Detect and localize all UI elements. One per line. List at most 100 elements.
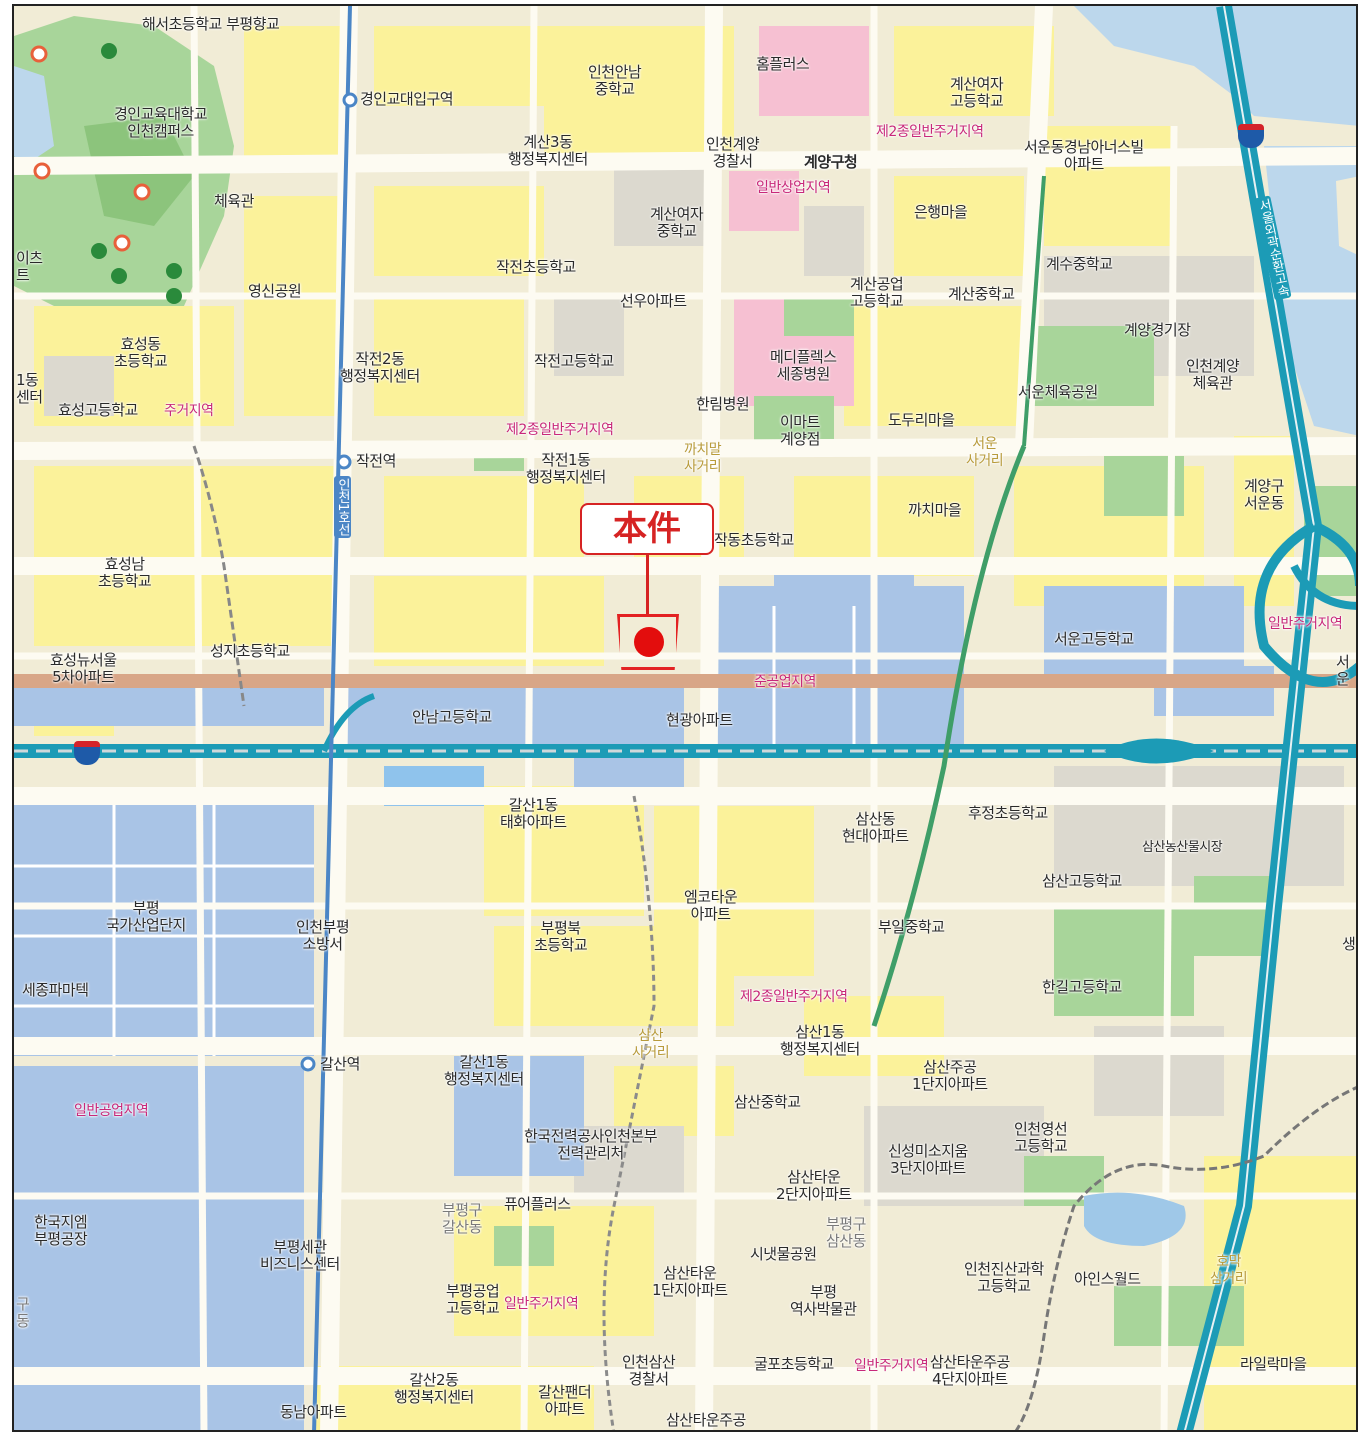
label-samsan-hyundai[interactable]: 삼산동 현대아파트: [842, 810, 909, 845]
label-gyeyang-stadium[interactable]: 계양경기장: [1124, 321, 1191, 339]
label-gyesan-mid[interactable]: 계산중학교: [948, 285, 1015, 303]
label-hyungwang-apt[interactable]: 현광아파트: [666, 711, 733, 729]
label-railak[interactable]: 라일락마을: [1240, 1355, 1307, 1373]
label-ainsworld[interactable]: 아인스월드: [1074, 1270, 1141, 1288]
label-sijang-park[interactable]: 시냇물공원: [750, 1245, 817, 1263]
label-gulpo-elem[interactable]: 굴포초등학교: [754, 1355, 834, 1373]
label-hyoseong-high[interactable]: 효성고등학교: [58, 401, 138, 419]
zone-label-semi-industrial[interactable]: 준공업지역: [754, 674, 816, 690]
label-incheon-annam-mid[interactable]: 인천안남 중학교: [588, 63, 642, 98]
label-samsan-town2[interactable]: 삼산타운 2단지아파트: [776, 1168, 852, 1203]
label-samsan-town-jugong[interactable]: 삼산타운주공: [666, 1411, 746, 1429]
label-samsan-high[interactable]: 삼산고등학교: [1042, 872, 1122, 890]
label-jakjeon1dong[interactable]: 작전1동 행정복지센터: [526, 451, 606, 486]
label-bupyeong-tech-high[interactable]: 부평공업 고등학교: [446, 1282, 500, 1317]
label-jakjeon2dong[interactable]: 작전2동 행정복지센터: [340, 350, 420, 385]
zone-label-res-bottom1[interactable]: 일반주거지역: [504, 1296, 579, 1312]
label-gyeongin-univ[interactable]: 경인교육대학교 인천캠퍼스: [114, 105, 208, 140]
label-annam-high[interactable]: 안남고등학교: [412, 708, 492, 726]
label-sejong-pharma[interactable]: 세종파마텍: [22, 981, 89, 999]
label-galsan-station[interactable]: 갈산역: [320, 1055, 360, 1073]
label-bupyeong-customs[interactable]: 부평세관 비즈니스센터: [260, 1238, 340, 1273]
site-marker-callout[interactable]: [580, 503, 714, 555]
map-frame[interactable]: 해서초등학교 부평향교 경인교대입구역 경인교육대학교 인천캠퍼스 체육관 영신…: [12, 4, 1358, 1432]
label-hyoseong-elem[interactable]: 효성동 초등학교: [114, 335, 168, 370]
label-gyeyang-seoun[interactable]: 계양구 서운동: [1244, 477, 1284, 512]
label-future-plus[interactable]: 퓨어플러스: [504, 1195, 571, 1213]
label-jakdong-elem[interactable]: 작동초등학교: [714, 531, 794, 549]
label-gymnasium[interactable]: 체육관: [214, 192, 254, 210]
label-hyoseongnam-elem[interactable]: 효성남 초등학교: [98, 555, 152, 590]
label-seoun-apt[interactable]: 서운동경남아너스빌 아파트: [1024, 138, 1144, 173]
label-gyesan3dong[interactable]: 계산3동 행정복지센터: [508, 133, 588, 168]
label-samsan-town4[interactable]: 삼산타운주공 4단지아파트: [930, 1353, 1010, 1388]
label-galsan-pender[interactable]: 갈산팬더 아파트: [538, 1383, 592, 1418]
label-gyeongin-station[interactable]: 경인교대입구역: [360, 90, 454, 108]
zone-label-res2-top[interactable]: 제2종일반주거지역: [876, 124, 984, 140]
label-buil-mid[interactable]: 부일중학교: [878, 918, 945, 936]
label-emart[interactable]: 이마트 계양점: [780, 413, 820, 448]
label-hugyeong-elem[interactable]: 후정초등학교: [968, 804, 1048, 822]
label-bupyeong-museum[interactable]: 부평 역사박물관: [790, 1283, 857, 1318]
label-samsan-jugong1[interactable]: 삼산주공 1단지아파트: [912, 1058, 988, 1093]
label-seo-right[interactable]: 서 운: [1336, 653, 1350, 688]
label-galsan2dong[interactable]: 갈산2동 행정복지센터: [394, 1371, 474, 1406]
label-jakjeon-elem[interactable]: 작전초등학교: [496, 258, 576, 276]
zone-label-res-left[interactable]: 주거지역: [164, 403, 214, 419]
label-saeng[interactable]: 생: [1342, 935, 1356, 953]
label-hyoseong-1dong[interactable]: 1동 센터: [16, 371, 43, 406]
label-bupyeongbuk-elem[interactable]: 부평북 초등학교: [534, 919, 588, 954]
label-doduri[interactable]: 도두리마을: [888, 411, 955, 429]
label-incheon-yeongseon[interactable]: 인천영선 고등학교: [1014, 1120, 1068, 1155]
site-location-dot-icon[interactable]: [634, 627, 664, 657]
label-gyesan-girls-mid[interactable]: 계산여자 중학교: [650, 205, 704, 240]
label-medi-hospital[interactable]: 메디플렉스 세종병원: [770, 348, 837, 383]
label-homeplus[interactable]: 홈플러스: [756, 55, 810, 73]
label-park-left[interactable]: 이츠 트: [16, 249, 43, 284]
label-kkachi-junction[interactable]: 까치말 사거리: [684, 442, 722, 475]
label-incheon-police[interactable]: 인천계양 경찰서: [706, 135, 760, 170]
label-hyoseong-apt[interactable]: 효성뉴서울 5차아파트: [50, 651, 117, 686]
label-kepco[interactable]: 한국전력공사인천본부 전력관리처: [524, 1127, 658, 1162]
label-bupyeong-industrial[interactable]: 부평 국가산업단지: [106, 899, 186, 934]
label-seonwoo-apt[interactable]: 선우아파트: [620, 292, 687, 310]
label-seoun-junction[interactable]: 서운 사거리: [966, 436, 1004, 469]
label-samgeori-right[interactable]: 호막 삼거리: [1210, 1254, 1248, 1287]
label-korea-salt[interactable]: 한국지엠 부평공장: [34, 1213, 88, 1248]
zone-label-res-right[interactable]: 일반주거지역: [1268, 616, 1343, 632]
label-incheon-samsan-police[interactable]: 인천삼산 경찰서: [622, 1353, 676, 1388]
label-seoun-high[interactable]: 서운고등학교: [1054, 630, 1134, 648]
map-canvas[interactable]: [14, 6, 1358, 1432]
label-eunhaeng[interactable]: 은행마을: [914, 203, 968, 221]
label-samsan-market[interactable]: 삼산농산물시장: [1142, 840, 1223, 855]
label-gyesan-tech-high[interactable]: 계산공업 고등학교: [850, 275, 904, 310]
label-incheon-gyeyang-gym[interactable]: 인천계양 체육관: [1186, 357, 1240, 392]
label-yeongsin-park[interactable]: 영신공원: [248, 282, 302, 300]
label-incheon-jinsan[interactable]: 인천진산과학 고등학교: [964, 1260, 1044, 1295]
site-marker-label[interactable]: 本件: [613, 509, 681, 549]
label-samsan-town1[interactable]: 삼산타운 1단지아파트: [652, 1264, 728, 1299]
label-jakjeon-station[interactable]: 작전역: [356, 452, 396, 470]
zone-label-res2-lower[interactable]: 제2종일반주거지역: [740, 989, 848, 1005]
label-haeseo[interactable]: 해서초등학교 부평향교: [142, 15, 280, 33]
label-seoun-sports[interactable]: 서운체육공원: [1018, 383, 1098, 401]
label-shinseong[interactable]: 신성미소지움 3단지아파트: [888, 1142, 968, 1177]
label-gyeyang-office[interactable]: 계양구청: [804, 153, 858, 171]
label-kkachi-village[interactable]: 까치마을: [908, 501, 962, 519]
label-hallym[interactable]: 한림병원: [696, 395, 750, 413]
zone-label-res-bottom2[interactable]: 일반주거지역: [854, 1358, 929, 1374]
label-hangil-high[interactable]: 한길고등학교: [1042, 978, 1122, 996]
label-jakjeon-high[interactable]: 작전고등학교: [534, 352, 614, 370]
label-seongji-elem[interactable]: 성지초등학교: [210, 642, 290, 660]
label-samsan-mid[interactable]: 삼산중학교: [734, 1093, 801, 1111]
label-bupyeong-fire[interactable]: 인천부평 소방서: [296, 918, 350, 953]
label-samsan1dong[interactable]: 삼산1동 행정복지센터: [780, 1023, 860, 1058]
label-mcotown[interactable]: 엠코타운 아파트: [684, 888, 738, 923]
label-galsan1-apt[interactable]: 갈산1동 태화아파트: [500, 796, 567, 831]
label-gyesan-girls-high[interactable]: 계산여자 고등학교: [950, 75, 1004, 110]
label-galsan1dong[interactable]: 갈산1동 행정복지센터: [444, 1053, 524, 1088]
label-dongnam-apt[interactable]: 동남아파트: [280, 1403, 347, 1421]
label-samsan-junction[interactable]: 삼산 사거리: [632, 1028, 670, 1061]
zone-label-res2-mid[interactable]: 제2종일반주거지역: [506, 422, 614, 438]
label-bupyeonggu-galsan[interactable]: 부평구 갈산동: [442, 1201, 482, 1236]
